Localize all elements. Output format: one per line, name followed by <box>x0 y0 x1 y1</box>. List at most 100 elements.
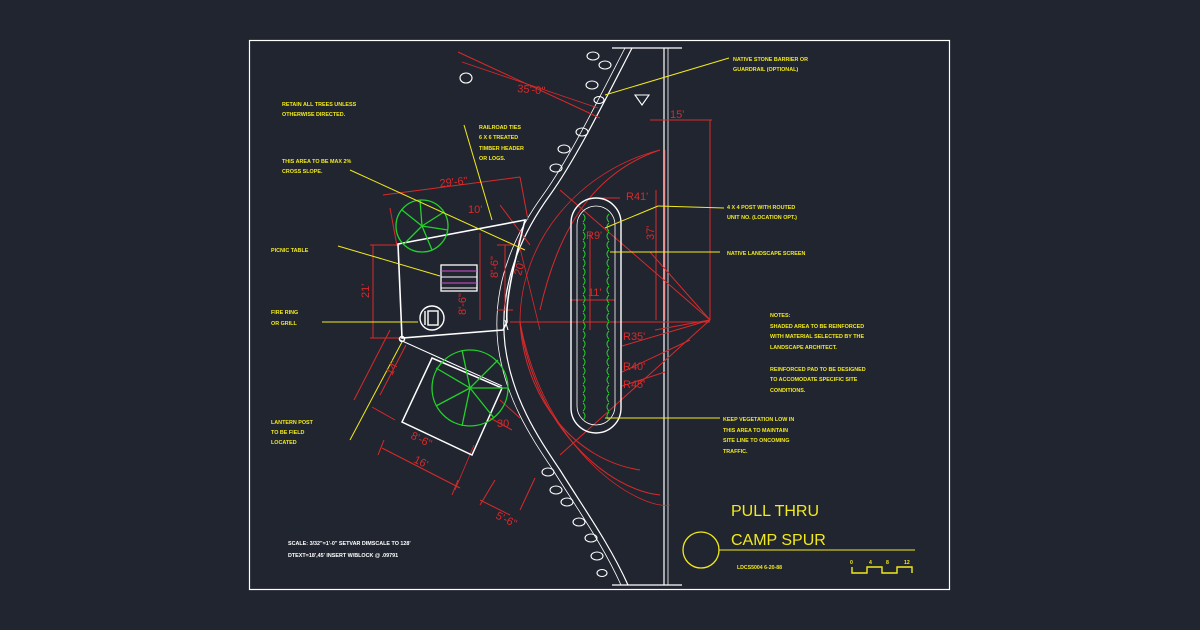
boulder-barrier <box>459 51 612 578</box>
dim-20ft: 20' <box>512 260 527 277</box>
shrub-mark <box>606 411 610 421</box>
shrub-mark <box>606 375 610 385</box>
shrub-mark <box>582 294 586 304</box>
svg-text:TRAFFIC.: TRAFFIC. <box>723 449 748 455</box>
callout-stone-barrier: NATIVE STONE BARRIER OR GUARDRAIL (OPTIO… <box>733 57 808 73</box>
shrub-mark <box>582 393 586 403</box>
callout-railroad-ties: RAILROAD TIES 6 X 6 TREATED TIMBER HEADE… <box>479 125 524 162</box>
dim-11ft: 11' <box>588 287 602 299</box>
svg-text:RETAIN ALL TREES UNLESS: RETAIN ALL TREES UNLESS <box>282 102 357 108</box>
dim-35ft: 35'-0" <box>517 83 546 97</box>
shrub-mark <box>582 357 586 367</box>
dim-15ft: 15' <box>670 109 684 121</box>
scale-note: SCALE: 3/32"=1'-0" SETVAR DIMSCALE TO 12… <box>288 541 411 547</box>
leader-lines <box>322 57 730 441</box>
svg-text:REINFORCED PAD TO BE DESIGNED: REINFORCED PAD TO BE DESIGNED <box>770 367 866 373</box>
callout-retain-trees: RETAIN ALL TREES UNLESS OTHERWISE DIRECT… <box>282 102 357 118</box>
dim-8-6-a: 8'-6" <box>489 256 501 278</box>
tree-lower <box>431 349 509 427</box>
svg-text:LOCATED: LOCATED <box>271 440 297 446</box>
title-line-2: CAMP SPUR <box>731 532 826 549</box>
svg-text:TO ACCOMODATE SPECIFIC SITE: TO ACCOMODATE SPECIFIC SITE <box>770 377 858 383</box>
svg-text:NATIVE LANDSCAPE SCREEN: NATIVE LANDSCAPE SCREEN <box>727 251 805 257</box>
shrub-mark <box>606 258 610 268</box>
callout-landscape-screen: NATIVE LANDSCAPE SCREEN <box>727 251 805 257</box>
shrub-mark <box>582 249 586 259</box>
shrub-mark <box>582 285 586 295</box>
title-block: PULL THRU CAMP SPUR LDCS5004 6-20-88 <box>682 503 915 571</box>
svg-text:THIS AREA TO MAINTAIN: THIS AREA TO MAINTAIN <box>723 428 788 434</box>
svg-text:WITH MATERIAL SELECTED BY THE: WITH MATERIAL SELECTED BY THE <box>770 334 864 340</box>
dimension-labels: 35'-0" 29'-6" 10' 15' R41' R9' 37' 11' 2… <box>360 83 684 530</box>
svg-text:NATIVE STONE BARRIER OR: NATIVE STONE BARRIER OR <box>733 57 808 63</box>
shrub-mark <box>606 285 610 295</box>
dim-r41: R41' <box>626 191 648 203</box>
shrub-mark <box>582 375 586 385</box>
dimension-lines <box>353 51 712 516</box>
svg-text:TO BE FIELD: TO BE FIELD <box>271 430 305 436</box>
dim-r45: R45' <box>623 379 645 391</box>
shrub-mark <box>582 348 586 358</box>
callout-keep-vegetation: KEEP VEGETATION LOW IN THIS AREA TO MAIN… <box>723 417 794 455</box>
svg-text:CROSS SLOPE.: CROSS SLOPE. <box>282 169 323 175</box>
camp-pad <box>397 218 527 339</box>
shrub-mark <box>606 276 610 286</box>
scale-tick-4: 4 <box>869 560 872 566</box>
dim-30: 30 <box>497 418 509 430</box>
shrub-mark <box>606 348 610 358</box>
shrub-mark <box>606 384 610 394</box>
native-landscape-screen <box>582 213 610 421</box>
shrub-mark <box>582 321 586 331</box>
scale-tick-8: 8 <box>886 560 889 566</box>
shrub-mark <box>606 339 610 349</box>
picnic-table <box>440 264 478 292</box>
shrub-mark <box>582 303 586 313</box>
dim-r9: R9' <box>586 230 602 242</box>
svg-text:GUARDRAIL (OPTIONAL): GUARDRAIL (OPTIONAL) <box>733 67 798 73</box>
title-symbol-circle <box>682 531 720 569</box>
general-notes: NOTES: SHADED AREA TO BE REINFORCED WITH… <box>770 313 866 394</box>
road-edges <box>496 47 682 586</box>
shrub-mark <box>606 303 610 313</box>
scale-bar: 0 4 8 12 <box>850 560 913 574</box>
scale-tick-0: 0 <box>850 560 853 566</box>
traffic-direction-arrow <box>633 94 651 106</box>
shrub-mark <box>582 276 586 286</box>
dim-37ft: 37' <box>645 226 657 240</box>
shrub-mark <box>582 384 586 394</box>
callout-picnic-table: PICNIC TABLE <box>271 248 309 254</box>
shrub-mark <box>582 411 586 421</box>
svg-text:OR GRILL: OR GRILL <box>271 321 297 327</box>
shrub-mark <box>582 267 586 277</box>
dim-8-6-c: 8'-6" <box>409 430 434 450</box>
title-line-1: PULL THRU <box>731 503 819 520</box>
drawing-setup-notes: SCALE: 3/32"=1'-0" SETVAR DIMSCALE TO 12… <box>288 541 411 559</box>
shrub-mark <box>582 231 586 241</box>
shrub-mark <box>606 357 610 367</box>
shrub-mark <box>606 240 610 250</box>
tree-upper <box>395 199 449 253</box>
svg-text:TIMBER HEADER: TIMBER HEADER <box>479 146 524 152</box>
callout-lantern-post: LANTERN POST TO BE FIELD LOCATED <box>271 420 314 446</box>
svg-text:CONDITIONS.: CONDITIONS. <box>770 388 806 394</box>
svg-text:NOTES:: NOTES: <box>770 313 791 319</box>
shrub-mark <box>606 393 610 403</box>
shrub-mark <box>582 213 586 223</box>
landscape-island <box>570 197 622 434</box>
svg-text:SHADED AREA TO BE REINFORCED: SHADED AREA TO BE REINFORCED <box>770 324 864 330</box>
shrub-mark <box>582 258 586 268</box>
svg-text:THIS AREA TO BE MAX 2%: THIS AREA TO BE MAX 2% <box>282 159 351 165</box>
dim-29ft: 29'-6" <box>439 175 468 190</box>
shrub-mark <box>582 222 586 232</box>
fire-ring <box>419 305 445 331</box>
svg-text:OR LOGS.: OR LOGS. <box>479 156 506 162</box>
shrub-mark <box>582 402 586 412</box>
shrub-mark <box>606 249 610 259</box>
svg-text:KEEP VEGETATION LOW IN: KEEP VEGETATION LOW IN <box>723 417 794 423</box>
dtext-note: DTEXT=18',45' INSERT W/BLOCK @ .09791 <box>288 553 398 559</box>
svg-text:UNIT NO. (LOCATION OPT.): UNIT NO. (LOCATION OPT.) <box>727 215 797 221</box>
shrub-mark <box>606 402 610 412</box>
tent-pad <box>398 335 503 457</box>
